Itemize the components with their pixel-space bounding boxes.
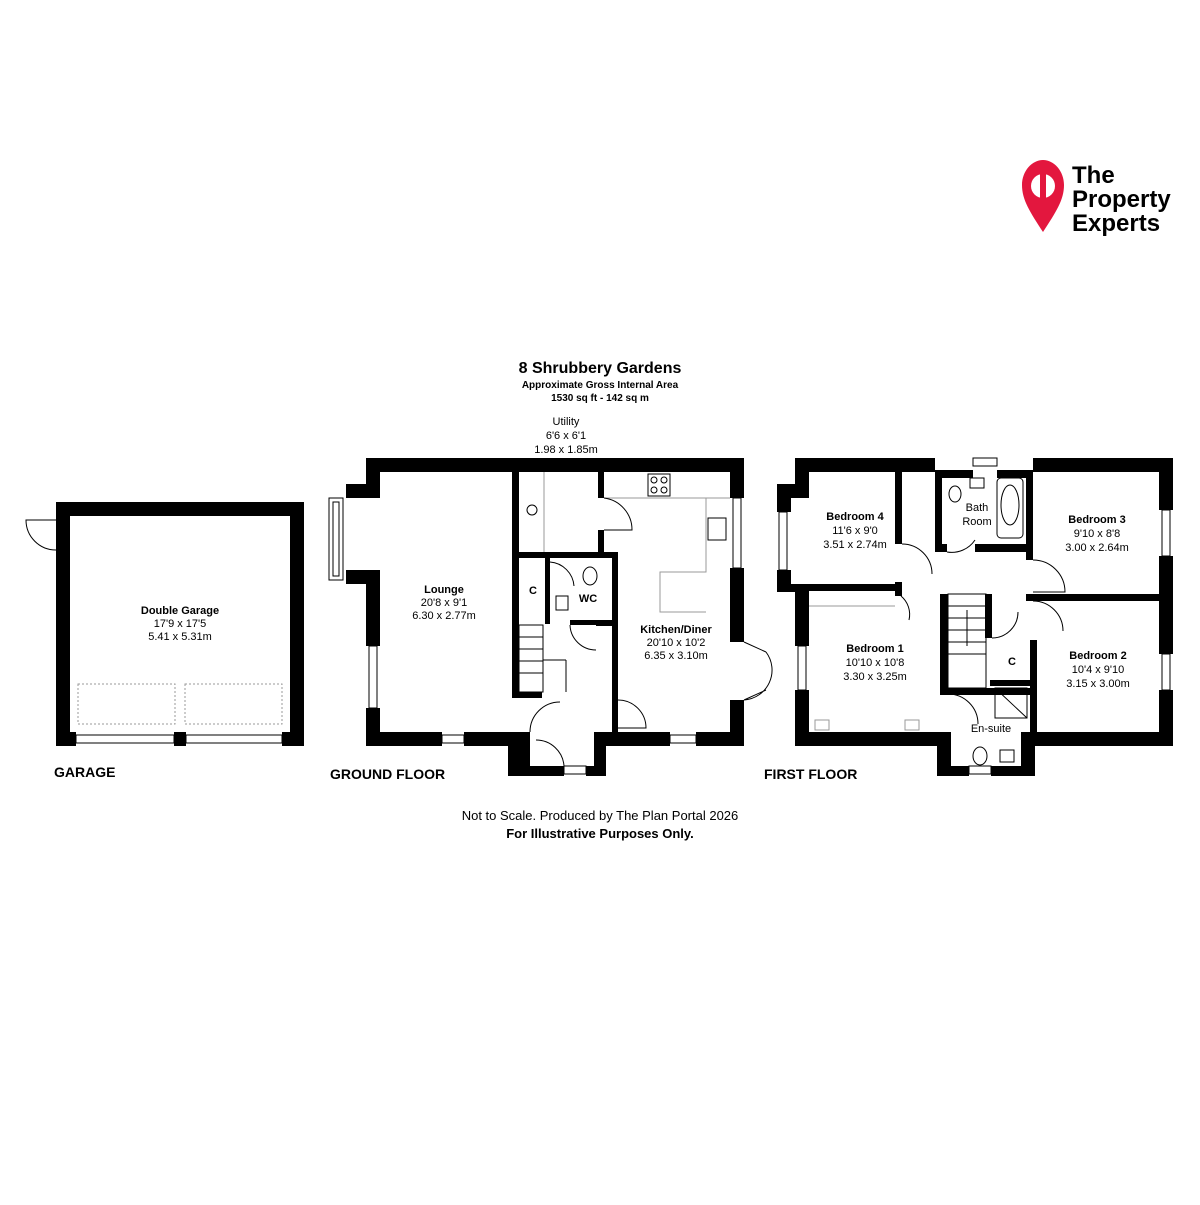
- room-size-imperial-double-garage: 17'9 x 17'5: [154, 618, 207, 630]
- room-name-bedroom2: Bedroom 2: [1069, 650, 1126, 662]
- room-size-imperial-bedroom1: 10'10 x 10'8: [846, 657, 905, 669]
- room-size-imperial-utility: 6'6 x 6'1: [546, 430, 586, 442]
- room-size-imperial-bedroom2: 10'4 x 9'10: [1072, 664, 1125, 676]
- first-floor-plan: [777, 457, 1173, 776]
- room-name-bedroom3: Bedroom 3: [1068, 514, 1125, 526]
- room-name-cupboard-ground: C: [529, 585, 537, 597]
- room-size-metric-kitchen: 6.35 x 3.10m: [644, 650, 708, 662]
- brand-name-line2: Property: [1072, 186, 1171, 213]
- room-name-ensuite: En-suite: [971, 723, 1011, 735]
- footer-disclaimer: For Illustrative Purposes Only.: [506, 826, 694, 841]
- room-size-metric-bedroom1: 3.30 x 3.25m: [843, 671, 907, 683]
- room-size-imperial-kitchen: 20'10 x 10'2: [647, 637, 706, 649]
- property-title: 8 Shrubbery Gardens: [519, 360, 682, 377]
- room-name-utility: Utility: [553, 416, 580, 428]
- room-name-bathroom-line2: Room: [962, 516, 991, 528]
- brand-logo: The Property Experts: [1022, 160, 1171, 237]
- garage-plan: [25, 502, 304, 746]
- room-size-metric-bedroom2: 3.15 x 3.00m: [1066, 678, 1130, 690]
- room-name-bathroom-line1: Bath: [966, 502, 989, 514]
- room-name-cupboard-first: C: [1008, 656, 1016, 668]
- room-size-metric-double-garage: 5.41 x 5.31m: [148, 631, 212, 643]
- floor-label-ground: GROUND FLOOR: [330, 766, 445, 782]
- room-name-wc: WC: [579, 593, 597, 605]
- brand-name-line3: Experts: [1072, 210, 1160, 237]
- room-name-lounge: Lounge: [424, 584, 464, 596]
- area-subtitle: Approximate Gross Internal Area: [522, 380, 679, 391]
- floor-label-first: FIRST FLOOR: [764, 766, 857, 782]
- room-name-bedroom4: Bedroom 4: [826, 511, 884, 523]
- room-size-imperial-lounge: 20'8 x 9'1: [421, 597, 467, 609]
- room-size-imperial-bedroom3: 9'10 x 8'8: [1074, 528, 1120, 540]
- room-name-double-garage: Double Garage: [141, 605, 219, 617]
- room-size-metric-bedroom4: 3.51 x 2.74m: [823, 539, 887, 551]
- ground-floor-plan: [328, 458, 773, 776]
- footer-note: Not to Scale. Produced by The Plan Porta…: [462, 808, 739, 823]
- map-pin-icon: [1022, 160, 1064, 232]
- room-size-imperial-bedroom4: 11'6 x 9'0: [832, 525, 878, 537]
- room-name-kitchen: Kitchen/Diner: [640, 624, 712, 636]
- room-name-bedroom1: Bedroom 1: [846, 643, 903, 655]
- room-size-metric-bedroom3: 3.00 x 2.64m: [1065, 542, 1129, 554]
- room-size-metric-utility: 1.98 x 1.85m: [534, 444, 598, 456]
- gross-area: 1530 sq ft - 142 sq m: [551, 393, 649, 404]
- brand-name-line1: The: [1072, 162, 1115, 189]
- floor-label-garage: GARAGE: [54, 764, 115, 780]
- room-size-metric-lounge: 6.30 x 2.77m: [412, 610, 476, 622]
